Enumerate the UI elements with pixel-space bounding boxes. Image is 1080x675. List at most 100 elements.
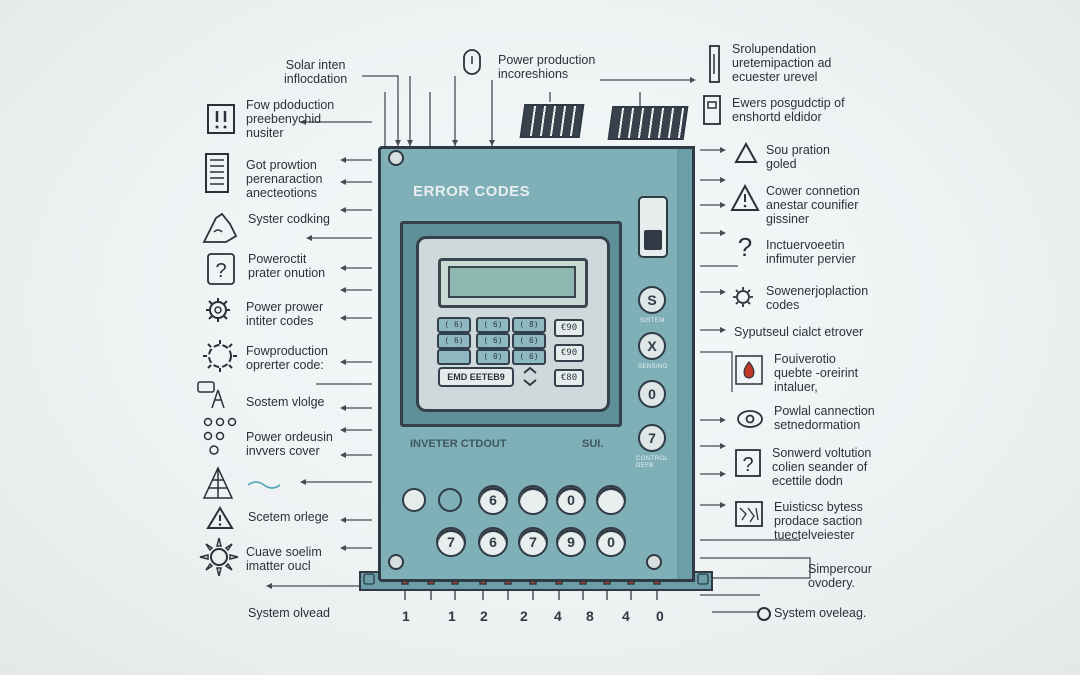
terminal-number: 2 xyxy=(520,608,528,624)
right-button-caption: SISTEM xyxy=(640,318,665,324)
inverter-side-rail xyxy=(680,146,695,582)
device-subtitle-left: INVETER CTDOUT xyxy=(410,438,507,450)
control-knob[interactable]: 6 xyxy=(478,527,508,557)
label-left: Got prowtion perenaraction anecteotions xyxy=(246,158,323,200)
meter-icon xyxy=(709,45,720,83)
keypad-key[interactable]: ( 8) xyxy=(512,317,546,333)
label-left: Sostem vlolge xyxy=(246,395,325,409)
solar-panel-right xyxy=(607,106,689,140)
label-right: Fouiverotio quebte -oreirint intaluer, xyxy=(774,352,859,394)
keypad-key[interactable]: ( 0) xyxy=(476,349,510,365)
indicator-light-teal xyxy=(438,488,462,512)
device-subtitle-right: SUI. xyxy=(582,438,604,450)
right-button-0[interactable]: 0 xyxy=(638,380,666,408)
terminal-number: 2 xyxy=(480,608,488,624)
battery-icon xyxy=(703,95,721,125)
sun-icon xyxy=(199,537,239,577)
label-left: Power prower intiter codes xyxy=(246,300,324,328)
question-icon: ? xyxy=(738,232,752,260)
pylon-icon xyxy=(202,466,234,499)
map-icon xyxy=(735,501,763,527)
label-left: Syster codking xyxy=(248,212,330,226)
label-right: Ewers posgudctip of enshortd eldidor xyxy=(732,96,845,124)
label-right: Srolupendation uretemipaction ad ecueste… xyxy=(732,42,832,84)
device-title: ERROR CODES xyxy=(413,183,531,200)
side-key[interactable]: €80 xyxy=(554,369,584,387)
screw-top-left xyxy=(388,150,404,166)
keypad-key[interactable]: ( 6) xyxy=(437,317,471,333)
keypad-key[interactable] xyxy=(437,349,471,365)
sun-gear-icon xyxy=(203,340,237,372)
hand-icon xyxy=(202,212,238,243)
right-button-7[interactable]: 7 xyxy=(638,424,666,452)
label-right: Inctuervoeetin infimuter pervier xyxy=(766,238,856,266)
control-knob[interactable]: 7 xyxy=(518,527,548,557)
warning-box-icon xyxy=(207,104,235,134)
label-left: Fow pdoduction preebenychid nusiter xyxy=(246,98,335,140)
lcd-display-screen xyxy=(448,266,576,298)
label-left: Solar inten inflocdation xyxy=(284,58,348,86)
label-right: System oveleag. xyxy=(774,606,867,620)
dots-icon xyxy=(203,417,237,455)
side-key[interactable]: €90 xyxy=(554,319,584,337)
screw-bottom-left xyxy=(388,554,404,570)
terminal-number: 1 xyxy=(402,608,410,624)
keypad-key[interactable]: ( 6) xyxy=(437,333,471,349)
tower-icon xyxy=(197,381,225,409)
keypad-key[interactable]: ( 6) xyxy=(512,333,546,349)
control-knob[interactable]: 0 xyxy=(556,485,586,515)
question-icon: ? xyxy=(735,449,761,477)
control-knob[interactable]: 7 xyxy=(436,527,466,557)
label-right: Sonwerd voltution colien seander of ecet… xyxy=(772,446,872,488)
label-top: Power production incoreshions xyxy=(498,53,596,81)
eye-icon xyxy=(737,410,763,428)
label-right: Cower connetion anestar counifier gissin… xyxy=(766,184,860,226)
control-knob[interactable]: 0 xyxy=(596,527,626,557)
control-knob[interactable] xyxy=(518,485,548,515)
triangle-icon xyxy=(734,142,758,163)
gear-icon xyxy=(733,287,753,307)
label-right: Sou pration goled xyxy=(766,143,830,171)
keypad-key[interactable]: ( 6) xyxy=(476,333,510,349)
label-right: Euisticsc bytess prodace saction tuectel… xyxy=(774,500,863,542)
flame-icon xyxy=(735,355,763,385)
label-right: Syputseul cialct etrover xyxy=(734,325,864,339)
label-left: Fowproduction oprerter code: xyxy=(246,344,328,372)
svg-text:?: ? xyxy=(215,260,226,282)
label-right: Sowenerjoplaction codes xyxy=(766,284,869,312)
label-left: System olvead xyxy=(248,606,330,620)
keypad-key[interactable]: ( 6) xyxy=(476,317,510,333)
svg-text:?: ? xyxy=(742,454,753,476)
label-left: Power ordeusin invvers cover xyxy=(246,430,333,458)
solar-panel-left xyxy=(519,104,585,138)
label-right: Simpercour ovodery. xyxy=(808,562,872,590)
terminal-number: 4 xyxy=(622,608,630,624)
right-button-s[interactable]: S xyxy=(638,286,666,314)
alert-icon xyxy=(206,506,234,529)
label-right: Powlal cannection setnedormation xyxy=(774,404,875,432)
side-key[interactable]: €90 xyxy=(554,344,584,362)
terminal-number: 4 xyxy=(554,608,562,624)
indicator-light-white xyxy=(402,488,426,512)
control-knob[interactable]: 9 xyxy=(556,527,586,557)
label-left: Cuave soelim imatter oucl xyxy=(246,545,322,573)
terminal-number: 8 xyxy=(586,608,594,624)
power-switch-lever xyxy=(644,230,662,250)
alert-icon xyxy=(730,184,760,211)
label-left: Scetem orlege xyxy=(248,510,329,524)
right-button-caption: SENSING xyxy=(638,364,668,370)
chevron-up-down-icon[interactable] xyxy=(520,364,540,388)
question-icon: ? xyxy=(207,253,235,285)
dot-icon xyxy=(757,607,771,621)
keypad-key[interactable]: ( 6) xyxy=(512,349,546,365)
enter-key[interactable]: EMD EETEB9 xyxy=(438,367,514,387)
right-button-caption: CONTROL DEFB xyxy=(636,456,668,469)
terminal-number: 0 xyxy=(656,608,664,624)
gear-icon xyxy=(206,298,230,322)
control-knob[interactable]: 6 xyxy=(478,485,508,515)
document-icon xyxy=(205,153,229,193)
label-left: Poweroctit prater onution xyxy=(248,252,326,280)
right-button-x[interactable]: X xyxy=(638,332,666,360)
control-knob[interactable] xyxy=(596,485,626,515)
